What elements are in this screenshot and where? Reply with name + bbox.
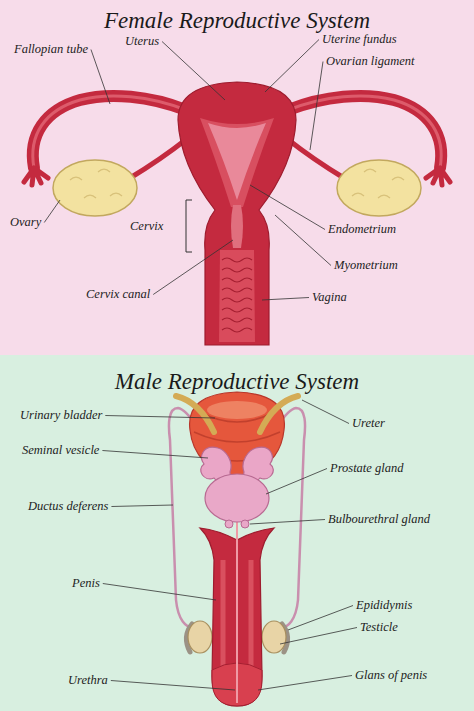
part-label: Bulbourethral gland bbox=[328, 512, 430, 527]
part-label: Ovarian ligament bbox=[326, 54, 415, 69]
vagina-lumen bbox=[219, 250, 255, 342]
leader-line bbox=[111, 681, 235, 691]
leader-line bbox=[162, 42, 225, 101]
part-label: Ductus deferens bbox=[28, 499, 108, 514]
urethra-tube bbox=[236, 520, 238, 703]
part-label: Epididymis bbox=[356, 598, 412, 613]
part-label: Vagina bbox=[312, 290, 347, 305]
leader-line bbox=[111, 505, 173, 507]
leader-line bbox=[288, 606, 353, 631]
male-front-right bbox=[243, 396, 298, 482]
part-label: Urethra bbox=[68, 673, 108, 688]
leader-line bbox=[262, 298, 309, 301]
part-label: Cervix bbox=[130, 219, 163, 234]
panel-heading: Female Reproductive System bbox=[0, 8, 474, 34]
leader-line bbox=[302, 400, 349, 424]
part-label: Penis bbox=[72, 576, 100, 591]
part-label: Myometrium bbox=[334, 258, 398, 273]
part-label: Urinary bladder bbox=[20, 408, 102, 423]
part-label: Prostate gland bbox=[330, 461, 404, 476]
leader-line bbox=[258, 676, 352, 691]
leader-line bbox=[102, 451, 208, 459]
uterine-cavity bbox=[208, 123, 266, 200]
leader-line bbox=[280, 628, 357, 645]
bulbourethral-right bbox=[241, 520, 249, 528]
leader-line bbox=[91, 50, 110, 105]
panel-heading: Male Reproductive System bbox=[0, 369, 474, 395]
part-label: Endometrium bbox=[328, 222, 396, 237]
prostate-shape bbox=[205, 474, 269, 522]
part-label: Uterus bbox=[125, 34, 159, 49]
part-label: Ovary bbox=[10, 215, 41, 230]
part-label: Ureter bbox=[352, 416, 385, 431]
adnexa-left bbox=[24, 96, 188, 216]
leader-line bbox=[275, 215, 331, 266]
part-label: Cervix canal bbox=[86, 287, 150, 302]
part-label: Glans of penis bbox=[355, 668, 427, 683]
adnexa-right bbox=[286, 96, 450, 216]
male-ground bbox=[0, 355, 474, 711]
leader-line bbox=[265, 40, 319, 93]
testicle-shape bbox=[188, 621, 212, 653]
leader-line bbox=[250, 185, 325, 230]
leader-line bbox=[310, 62, 323, 151]
ureter-tube bbox=[176, 396, 214, 432]
vaginal-rugae bbox=[222, 258, 252, 332]
bladder-highlight bbox=[207, 401, 267, 419]
ovarian-ligament bbox=[130, 138, 188, 178]
fimbriae bbox=[24, 168, 48, 185]
leader-line bbox=[250, 520, 325, 525]
endometrium-layer bbox=[200, 118, 274, 207]
leader-line bbox=[105, 416, 215, 419]
leader-line bbox=[44, 200, 60, 223]
cervix-canal-shape bbox=[231, 205, 243, 248]
leader-line bbox=[153, 240, 233, 295]
male-front-left bbox=[176, 396, 231, 482]
ovary-texture bbox=[70, 169, 122, 198]
part-label: Seminal vesicle bbox=[22, 443, 99, 458]
female-ground bbox=[0, 0, 474, 355]
ovary-shape bbox=[53, 160, 137, 216]
leader-line bbox=[266, 469, 327, 495]
cervix-bracket bbox=[186, 200, 192, 252]
part-label: Testicle bbox=[360, 620, 398, 635]
part-label: Uterine fundus bbox=[322, 32, 397, 47]
uterus-body bbox=[178, 82, 296, 345]
part-label: Fallopian tube bbox=[14, 42, 88, 57]
leader-line bbox=[103, 584, 216, 601]
bulbourethral-left bbox=[225, 520, 233, 528]
